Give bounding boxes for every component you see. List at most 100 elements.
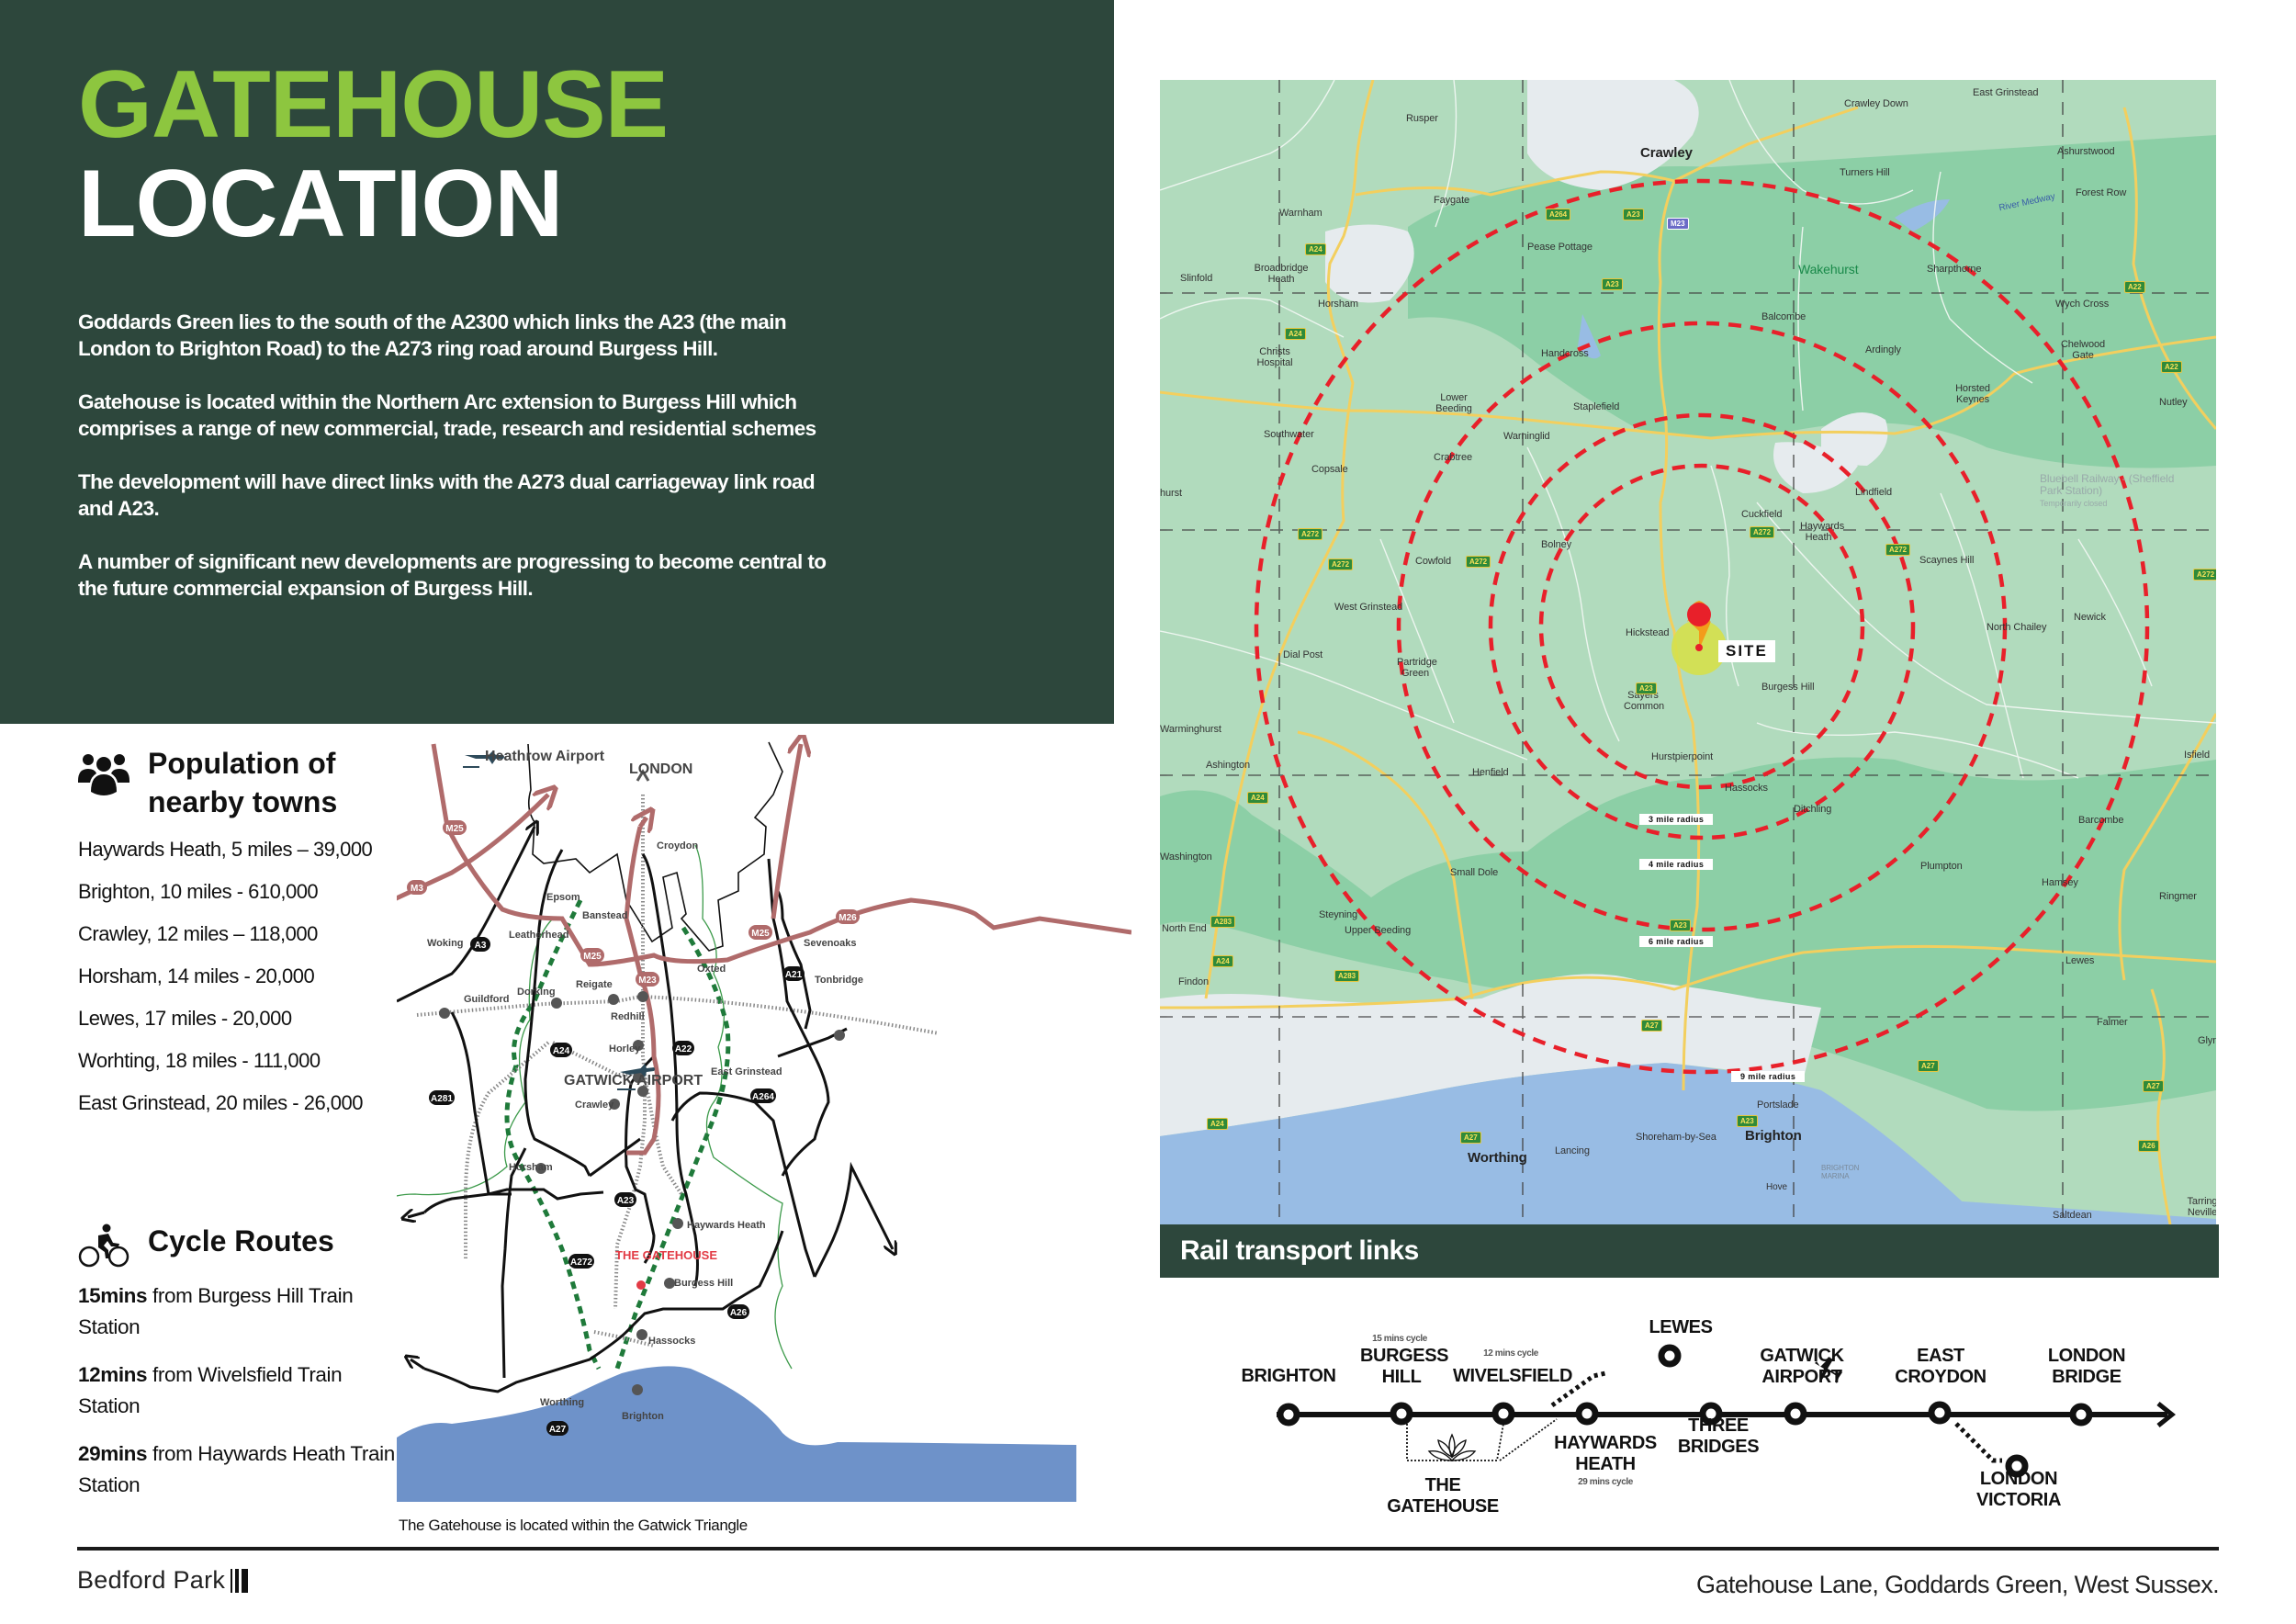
place-label: Staplefield	[1573, 401, 1620, 412]
station-label: LONDON VICTORIA	[1976, 1469, 2061, 1510]
plane-icon	[617, 1064, 655, 1090]
svg-text:A3: A3	[475, 941, 487, 951]
svg-text:Leatherhead: Leatherhead	[509, 930, 568, 941]
place-label: hurst	[1160, 488, 1182, 499]
cycle-time: 15mins	[78, 1284, 148, 1307]
radius-map[interactable]: SITE 3 mile radius 4 mile radius 6 mile …	[1160, 80, 2216, 1224]
place-label: Findon	[1178, 976, 1210, 987]
poi-status: Temporarily closed	[2040, 499, 2108, 508]
footer-divider	[77, 1547, 2219, 1551]
road-shield: M23	[1667, 218, 1689, 230]
station-label: WIVELSFIELD	[1452, 1366, 1573, 1386]
radius-label: 9 mile radius	[1731, 1071, 1806, 1082]
road-shield: A23	[1636, 682, 1657, 694]
road-shield: A23	[1670, 919, 1691, 931]
svg-text:Tonbridge: Tonbridge	[815, 975, 863, 986]
svg-text:Haywards Heath: Haywards Heath	[687, 1220, 766, 1231]
place-label: Hamsey	[2042, 877, 2078, 888]
station-label: THREE BRIDGES	[1677, 1415, 1760, 1457]
place-label: Slinfold	[1180, 273, 1213, 284]
place-label: Lewes	[2065, 955, 2095, 966]
road-network-diagram: M25 M3 M25 M25 M26 M23 A3 A24 A22 A21 A2…	[397, 735, 1131, 1502]
place-label: Falmer	[2097, 1017, 2128, 1028]
station-lewes	[1658, 1344, 1682, 1368]
radius-label: 4 mile radius	[1639, 859, 1714, 870]
svg-text:M25: M25	[583, 952, 602, 962]
place-label: Partridge Green	[1397, 657, 1437, 679]
svg-text:Horley: Horley	[609, 1043, 641, 1054]
population-list: Haywards Heath, 5 miles – 39,000 Brighto…	[78, 829, 390, 1124]
list-item: 12mins from Wivelsfield Train Station	[78, 1359, 409, 1422]
svg-text:A26: A26	[730, 1308, 748, 1318]
station-three-bridges	[1699, 1402, 1723, 1426]
svg-text:Crawley: Crawley	[575, 1100, 614, 1111]
plane-icon	[463, 751, 504, 768]
place-label: North End	[1162, 923, 1207, 934]
place-label: Lindfield	[1855, 487, 1893, 498]
road-shield: A24	[1247, 792, 1268, 804]
people-group-icon	[78, 754, 129, 795]
site-label: SITE	[1718, 640, 1775, 662]
place-label: Small Dole	[1450, 867, 1499, 878]
place-label: Washington	[1160, 851, 1212, 863]
cycle-list: 15mins from Burgess Hill Train Station 1…	[78, 1280, 409, 1501]
poi-label: Bluebell Railway - (Sheffield Park Stati…	[2040, 472, 2175, 497]
place-label: Sharpthorne	[1927, 264, 1982, 275]
place-label: Pease Pottage	[1527, 242, 1593, 253]
list-item: Horsham, 14 miles - 20,000	[78, 964, 315, 987]
cycle-text: from Burgess Hill Train Station	[78, 1284, 354, 1338]
road-map-caption: The Gatehouse is located within the Gatw…	[399, 1517, 748, 1534]
place-label: Saltdean	[2053, 1210, 2092, 1221]
list-item: 15mins from Burgess Hill Train Station	[78, 1280, 409, 1343]
place-label: Newick	[2074, 612, 2106, 623]
radius-6-mile	[1396, 321, 2008, 932]
poi-label: Wakehurst	[1798, 262, 1859, 276]
place-label: Hickstead	[1626, 627, 1670, 638]
station-label: LEWES	[1649, 1317, 1713, 1337]
place-label: Faygate	[1434, 195, 1470, 206]
road-shield: A24	[1212, 955, 1233, 967]
place-label: Scaynes Hill	[1919, 555, 1975, 566]
svg-text:M25: M25	[751, 929, 770, 939]
place-label: Glynd	[2198, 1035, 2216, 1046]
place-label: Crabtree	[1434, 452, 1472, 463]
station-label: BRIGHTON	[1241, 1366, 1336, 1386]
svg-text:Sevenoaks: Sevenoaks	[804, 938, 856, 949]
station-brighton	[1277, 1403, 1300, 1427]
place-label: Hove	[1766, 1182, 1787, 1192]
station-label: BURGESS HILL	[1360, 1346, 1449, 1387]
rail-section-header: Rail transport links	[1160, 1224, 2219, 1278]
place-label: Crawley	[1640, 145, 1693, 161]
svg-text:A21: A21	[785, 970, 803, 980]
place-label: Plumpton	[1920, 861, 1963, 872]
place-label: Dial Post	[1283, 649, 1323, 660]
svg-text:A24: A24	[553, 1046, 570, 1056]
place-label: North Chailey	[1986, 622, 2047, 633]
place-label: Tarring Neville	[2187, 1196, 2216, 1218]
cycle-section: Cycle Routes 15mins from Burgess Hill Tr…	[78, 1222, 409, 1517]
place-label: Ringmer	[2159, 891, 2197, 902]
radius-label: 6 mile radius	[1639, 936, 1714, 947]
cycle-time: 29mins	[78, 1442, 148, 1465]
place-label: Shoreham-by-Sea	[1636, 1132, 1716, 1143]
place-label: Bolney	[1541, 539, 1572, 550]
station-london-bridge	[2069, 1403, 2093, 1427]
road-shield: A272	[1298, 528, 1323, 540]
svg-text:A22: A22	[675, 1044, 692, 1054]
place-label: West Grinstead	[1334, 602, 1403, 613]
svg-text:Woking: Woking	[427, 938, 464, 949]
road-shield: A283	[1210, 916, 1236, 928]
svg-text:Horsham: Horsham	[509, 1162, 553, 1173]
place-label: Forest Row	[2076, 187, 2127, 198]
svg-text:Guildford: Guildford	[464, 994, 510, 1005]
label-gatehouse: THE GATEHOUSE	[615, 1248, 717, 1262]
road-shield: A22	[2161, 361, 2182, 373]
brand-name: Bedford Park	[77, 1566, 226, 1594]
sea-shape	[397, 1366, 1076, 1502]
cyclist-icon	[78, 1224, 129, 1268]
road-shield: A23	[1623, 209, 1644, 220]
road-shield: A264	[1546, 209, 1571, 220]
station-gatwick	[1784, 1402, 1807, 1426]
svg-text:Worthing: Worthing	[540, 1397, 584, 1408]
intro-paragraph: Goddards Green lies to the south of the …	[78, 310, 787, 360]
